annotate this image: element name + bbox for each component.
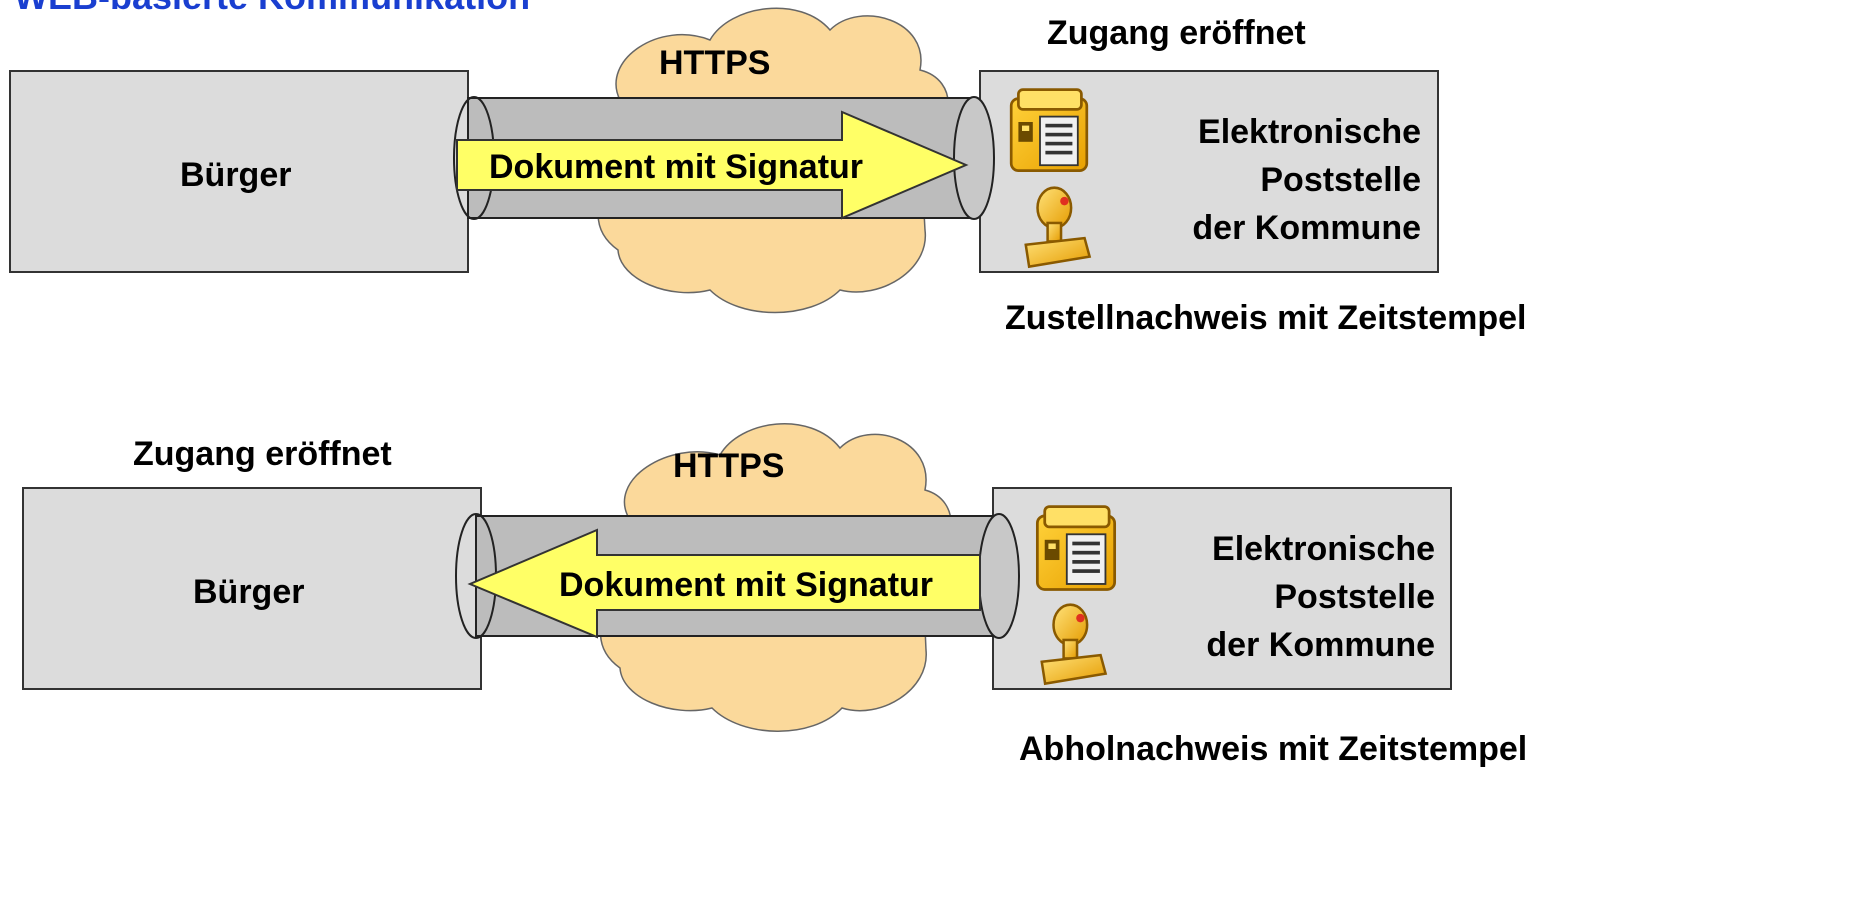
poststelle-line-2: Poststelle <box>1260 161 1421 199</box>
page-title: WEB-basierte Kommunikation <box>14 0 530 18</box>
buerger-box <box>9 70 469 273</box>
buerger-label: Bürger <box>193 573 305 611</box>
access-label: Zugang eröffnet <box>133 435 392 473</box>
poststelle-line-1: Elektronische <box>1212 530 1435 568</box>
document-arrow-left <box>467 528 981 639</box>
arrow-label: Dokument mit Signatur <box>489 148 864 186</box>
document-arrow-right <box>456 110 969 220</box>
poststelle-label: Elektronische Poststelle der Kommune <box>1192 108 1421 252</box>
cloud-label-https: HTTPS <box>673 447 785 485</box>
poststelle-label: Elektronische Poststelle der Kommune <box>1206 525 1435 669</box>
poststelle-line-3: der Kommune <box>1192 209 1421 247</box>
poststelle-line-1: Elektronische <box>1198 113 1421 151</box>
poststelle-line-3: der Kommune <box>1206 626 1435 664</box>
poststelle-line-2: Poststelle <box>1274 578 1435 616</box>
bottom-scenario <box>22 423 1452 732</box>
arrow-label: Dokument mit Signatur <box>559 566 934 604</box>
proof-label: Zustellnachweis mit Zeitstempel <box>1005 299 1527 337</box>
mailbox-icon <box>1035 505 1117 591</box>
access-label: Zugang eröffnet <box>1047 14 1306 52</box>
pipe-end-right <box>953 96 995 220</box>
pipe-end-right <box>978 513 1020 639</box>
mailbox-icon <box>1009 88 1089 172</box>
buerger-label: Bürger <box>180 156 292 194</box>
top-scenario <box>9 7 1439 314</box>
buerger-box <box>22 487 482 690</box>
cloud-label-https: HTTPS <box>659 44 771 82</box>
proof-label: Abholnachweis mit Zeitstempel <box>1019 730 1528 768</box>
